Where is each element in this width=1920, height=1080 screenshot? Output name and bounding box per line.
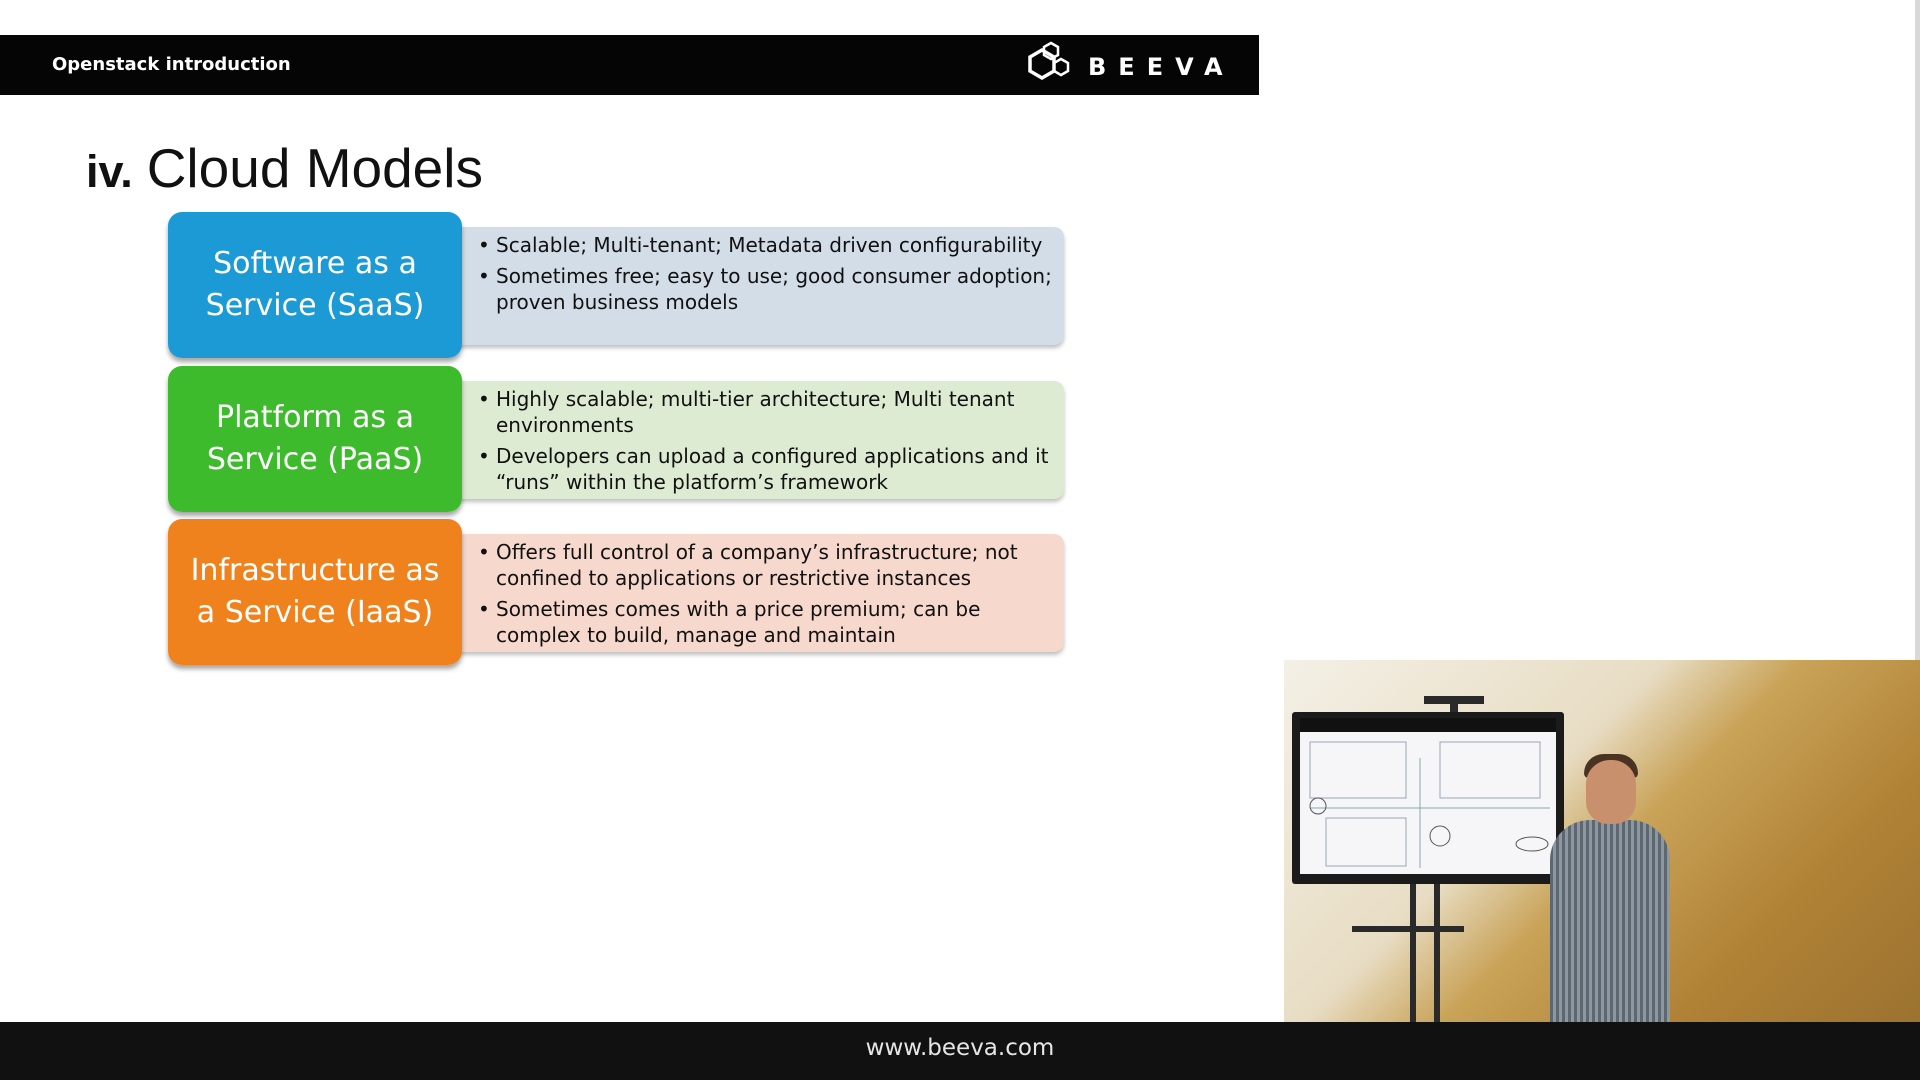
slide-title: iv. Cloud Models: [86, 136, 483, 200]
model-row-iaas: Infrastructure as a Service (IaaS) Offer…: [168, 519, 1076, 669]
monitor-stand: [1434, 884, 1440, 1022]
presenter-head: [1586, 760, 1636, 824]
footer-url: www.beeva.com: [865, 1035, 1055, 1061]
bullet-item: Developers can upload a configured appli…: [478, 443, 1058, 495]
footer-bar: www.beeva.com: [0, 1022, 1920, 1080]
bullet-item: Sometimes free; easy to use; good consum…: [478, 263, 1058, 315]
model-name: Software as a Service (SaaS): [205, 246, 425, 323]
monitor-mount: [1450, 700, 1458, 716]
model-row-paas: Platform as a Service (PaaS) Highly scal…: [168, 366, 1076, 516]
monitor-screen: [1300, 718, 1556, 874]
model-bullets: Highly scalable; multi-tier architecture…: [478, 386, 1058, 500]
network-diagram-icon: [1309, 741, 1550, 868]
monitor-stand: [1410, 884, 1416, 1022]
model-box-paas: Platform as a Service (PaaS): [168, 366, 462, 512]
model-box-saas: Software as a Service (SaaS): [168, 212, 462, 358]
header-bar: Openstack introduction BEEVA: [0, 35, 1259, 95]
presentation-title: Openstack introduction: [52, 54, 291, 75]
video-monitor: [1292, 712, 1564, 884]
slide-number: iv.: [86, 146, 133, 197]
model-name: Infrastructure as a Service (IaaS): [190, 553, 440, 630]
bullet-item: Offers full control of a company’s infra…: [478, 539, 1058, 591]
bullet-item: Highly scalable; multi-tier architecture…: [478, 386, 1058, 438]
model-row-saas: Software as a Service (SaaS) Scalable; M…: [168, 212, 1076, 362]
presenter: [1550, 820, 1670, 1022]
slide-edge-divider: [1915, 0, 1920, 660]
bullet-item: Scalable; Multi-tenant; Metadata driven …: [478, 232, 1058, 258]
model-bullets: Offers full control of a company’s infra…: [478, 539, 1058, 653]
bullet-item: Sometimes comes with a price premium; ca…: [478, 596, 1058, 648]
hexagon-logo-icon: [1028, 41, 1070, 81]
presenter-video: [1284, 660, 1920, 1022]
beeva-logo: BEEVA: [1018, 39, 1228, 91]
model-name: Platform as a Service (PaaS): [206, 400, 424, 477]
monitor-shelf: [1352, 926, 1464, 932]
model-bullets: Scalable; Multi-tenant; Metadata driven …: [478, 232, 1058, 320]
model-box-iaas: Infrastructure as a Service (IaaS): [168, 519, 462, 665]
monitor-slide-header: [1300, 718, 1556, 732]
slide-title-text: Cloud Models: [146, 137, 483, 199]
brand-name: BEEVA: [1088, 53, 1235, 81]
